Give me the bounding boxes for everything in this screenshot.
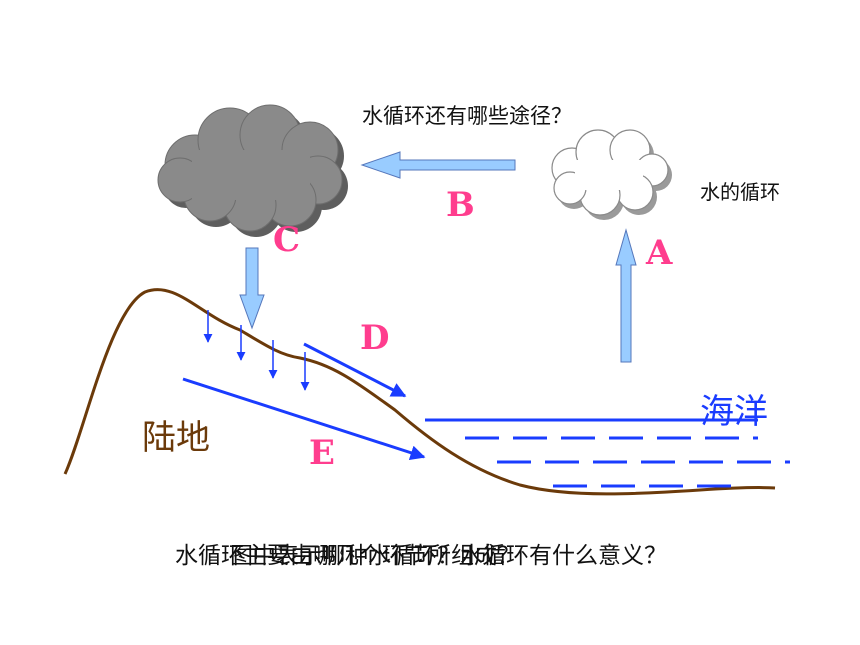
ocean-label: 海洋 bbox=[700, 392, 768, 432]
arrow-b bbox=[360, 151, 516, 179]
arrow-d bbox=[303, 342, 407, 398]
rain-drops bbox=[203, 310, 310, 391]
arrow-e bbox=[182, 377, 426, 460]
label-a: A bbox=[646, 233, 673, 273]
arrow-a bbox=[615, 228, 637, 363]
bottom-question-2: 图中表示哪种水循环？水循环有什么意义？ bbox=[230, 543, 667, 569]
bottom-question-1: 水循环主要由哪几个环节所组成？ bbox=[175, 543, 520, 569]
dark-cloud bbox=[157, 104, 348, 237]
arrow-c bbox=[239, 247, 265, 330]
terrain-line bbox=[63, 288, 776, 496]
question-top: 水循环还有哪些途径？ bbox=[362, 104, 572, 128]
label-e: E bbox=[309, 433, 335, 473]
land-label: 陆地 bbox=[142, 418, 210, 458]
label-d: D bbox=[360, 318, 390, 358]
ocean-water bbox=[425, 418, 790, 488]
label-b: B bbox=[446, 185, 475, 225]
label-c: C bbox=[273, 220, 301, 260]
diagram-title: 水的循环 bbox=[700, 180, 780, 204]
white-cloud bbox=[551, 129, 672, 220]
